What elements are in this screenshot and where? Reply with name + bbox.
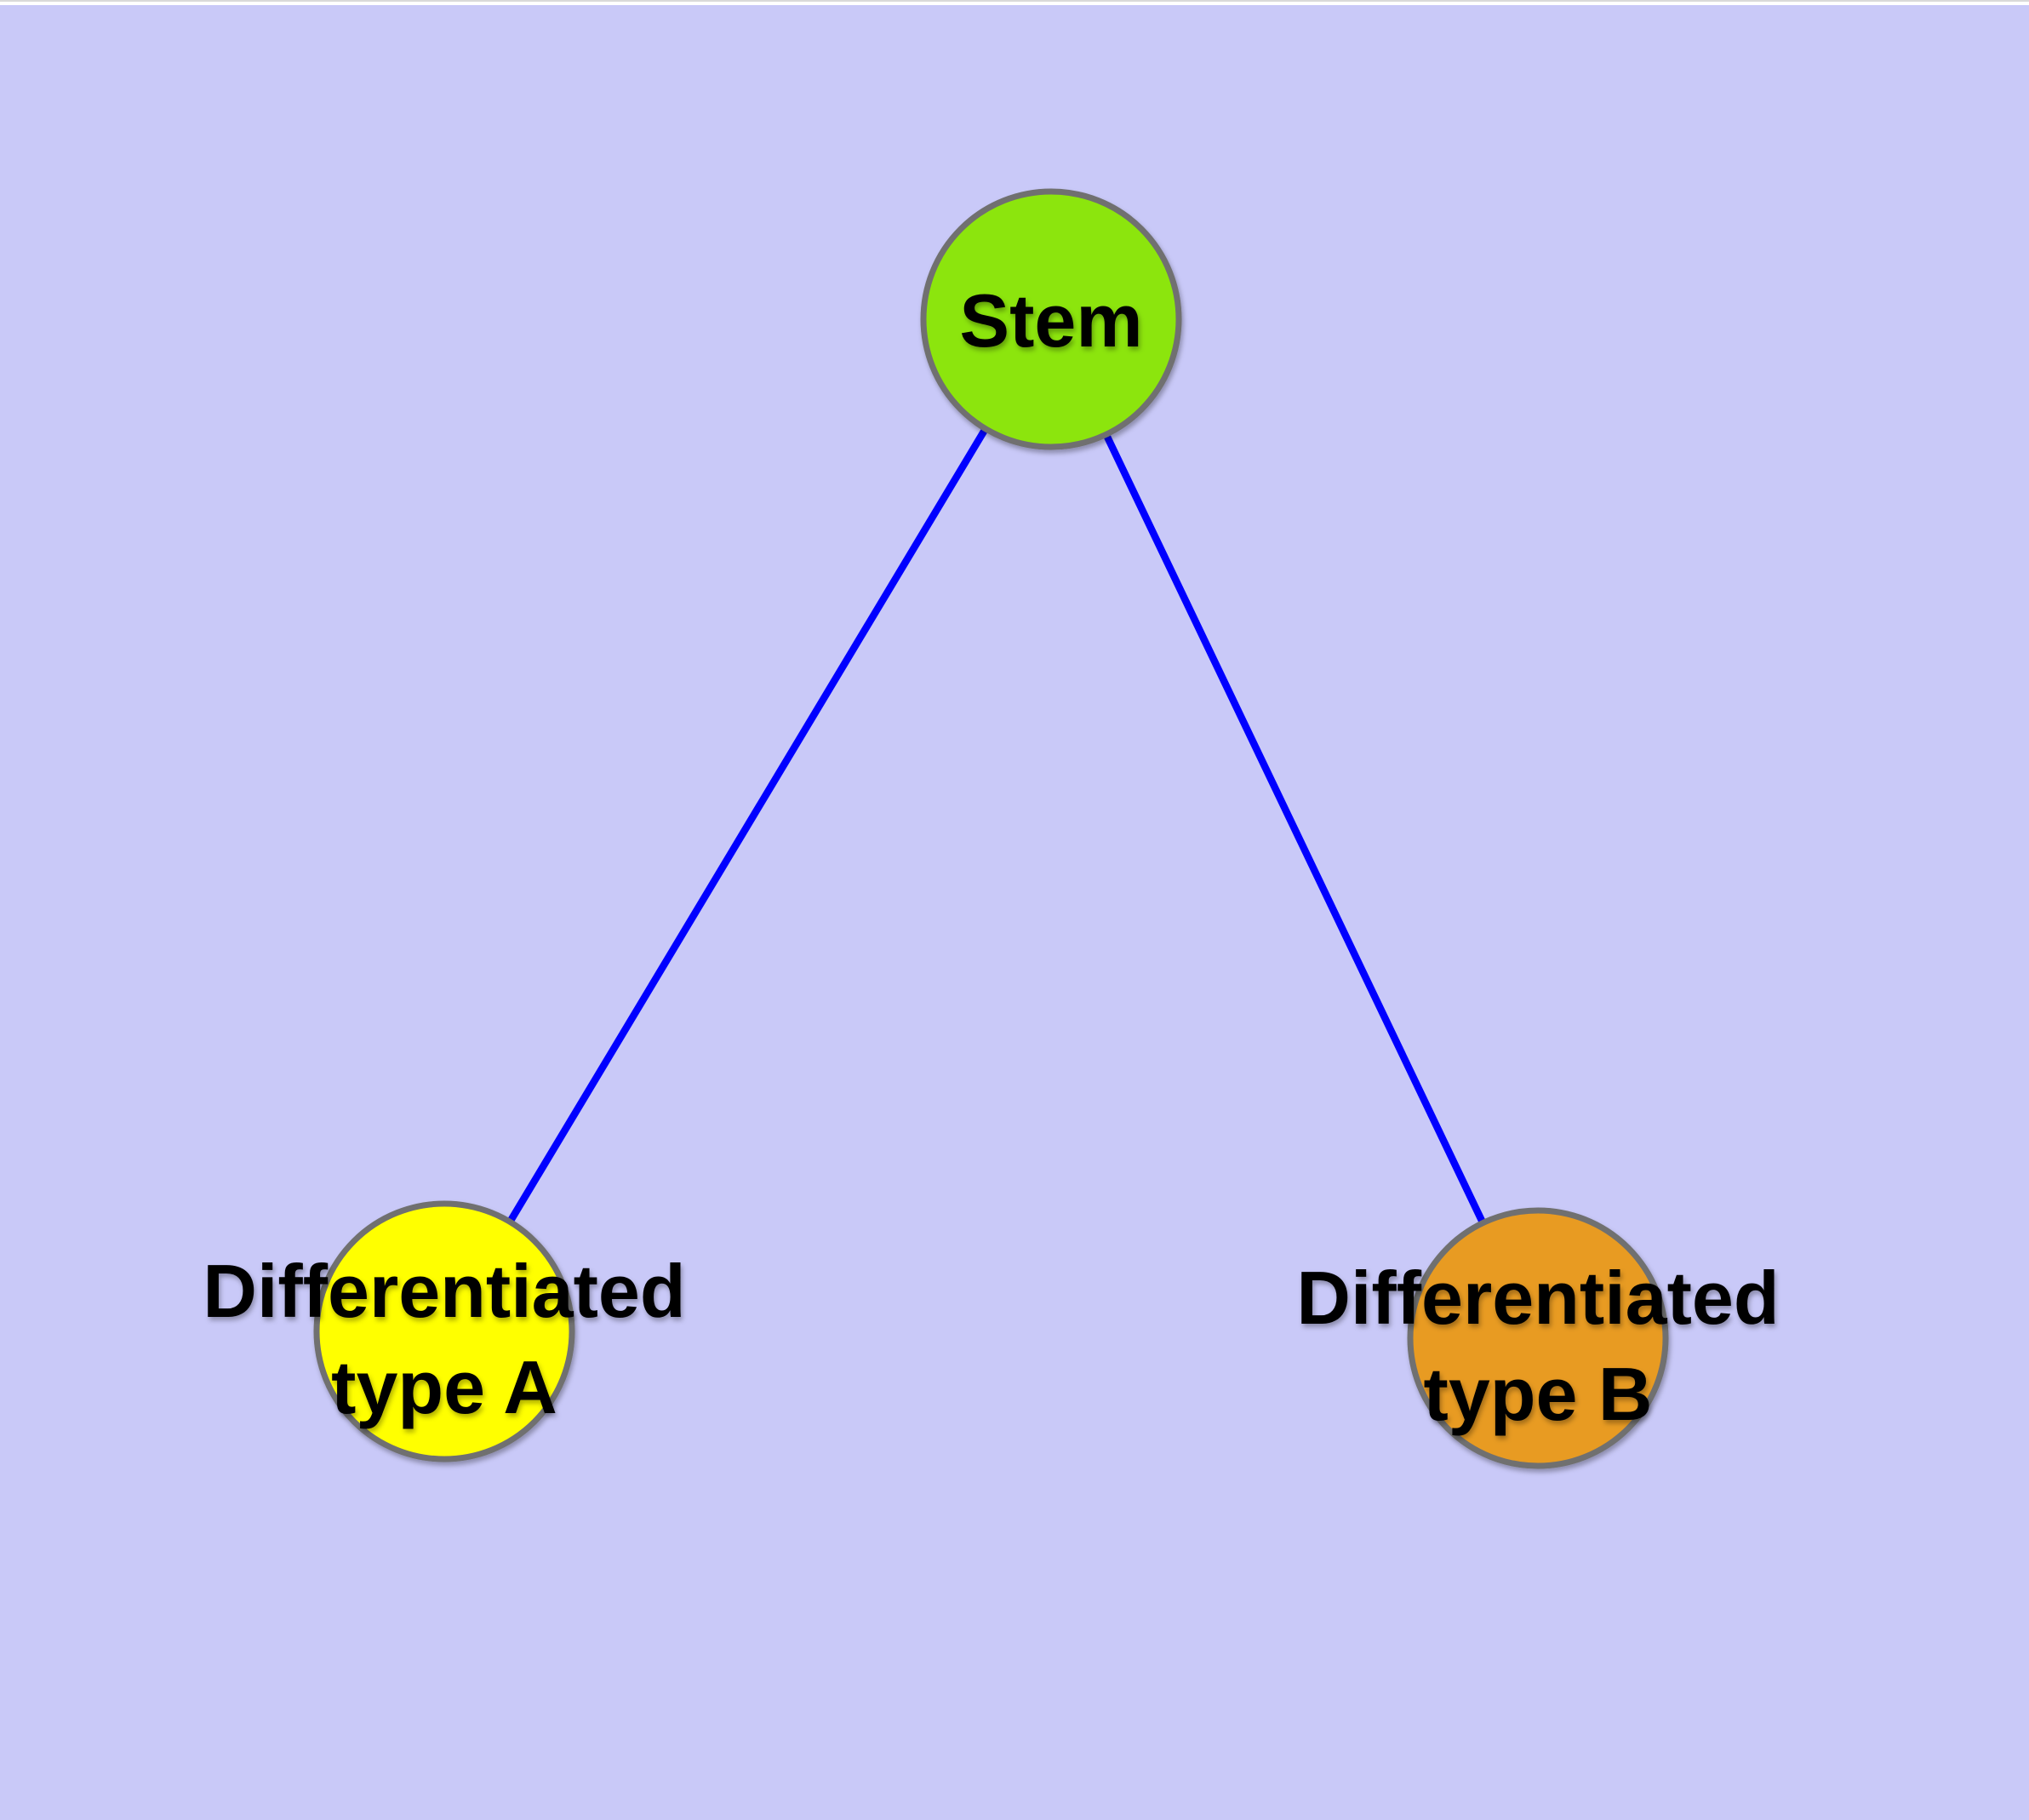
type-b-label-line2: type B — [1424, 1352, 1653, 1436]
stem-node-label: Stem — [959, 278, 1142, 363]
stem-node-circle[interactable] — [920, 188, 1182, 450]
edges-layer — [441, 317, 1541, 1340]
type-a-label-line1: Differentiated — [203, 1249, 685, 1333]
type-a-label-line2: type A — [331, 1345, 557, 1429]
edge-stem-to-type-b[interactable] — [1048, 318, 1541, 1340]
type-b-node-circle[interactable] — [1407, 1207, 1669, 1469]
type-a-node-circle[interactable] — [313, 1200, 575, 1462]
node-stem[interactable]: Stem — [920, 188, 1182, 450]
node-type-b[interactable]: Differentiated type B — [1296, 1207, 1780, 1469]
edge-stem-to-type-a[interactable] — [441, 317, 1055, 1334]
node-type-a[interactable]: Differentiated type A — [203, 1200, 686, 1462]
type-b-label-line1: Differentiated — [1296, 1256, 1779, 1340]
